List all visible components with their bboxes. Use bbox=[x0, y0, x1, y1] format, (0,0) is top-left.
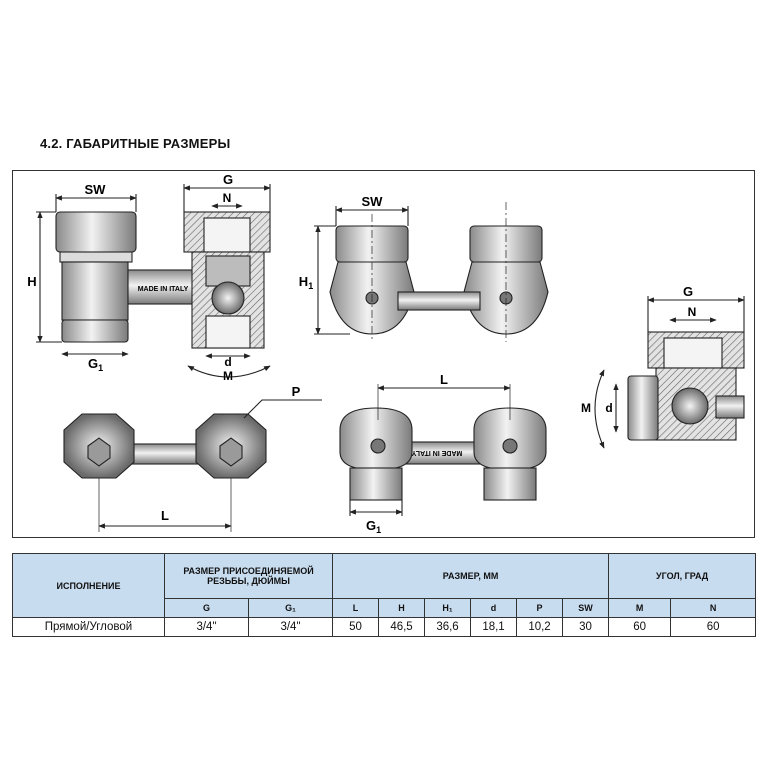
label-h: H bbox=[27, 274, 36, 289]
subheader-sw: SW bbox=[562, 598, 610, 618]
label-n-2: N bbox=[688, 305, 697, 319]
label-m-1: M bbox=[223, 369, 233, 383]
cell-g1: 3/4" bbox=[247, 617, 334, 637]
label-d-2: d bbox=[605, 401, 612, 415]
label-g-1: G bbox=[223, 172, 233, 187]
section-title: 4.2. ГАБАРИТНЫЕ РАЗМЕРЫ bbox=[40, 136, 231, 151]
label-made-in-italy-2: MADE IN ITALY bbox=[411, 449, 462, 456]
label-g1-1: G1 bbox=[88, 356, 103, 373]
subheader-p: P bbox=[516, 598, 564, 618]
subheader-h1: H₁ bbox=[424, 598, 472, 618]
label-g-2: G bbox=[683, 284, 693, 299]
header-thread-size: РАЗМЕР ПРИСОЕДИНЯЕМОЙ РЕЗЬБЫ, ДЮЙМЫ bbox=[163, 553, 334, 599]
cell-l: 50 bbox=[332, 617, 380, 637]
subheader-n: N bbox=[670, 598, 757, 618]
label-g1-2: G1 bbox=[366, 518, 381, 535]
label-made-in-italy-1: MADE IN ITALY bbox=[138, 286, 189, 293]
table-row: Прямой/Угловой 3/4" 3/4" 50 46,5 36,6 18… bbox=[12, 617, 757, 637]
front-section-view bbox=[36, 184, 271, 378]
label-l-2: L bbox=[440, 372, 448, 387]
cell-d: 18,1 bbox=[470, 617, 518, 637]
header-execution: ИСПОЛНЕНИЕ bbox=[12, 553, 165, 618]
label-h1: H1 bbox=[299, 274, 313, 291]
front-view-2 bbox=[314, 202, 549, 342]
label-l-1: L bbox=[161, 508, 169, 523]
drawing-frame bbox=[12, 170, 755, 538]
cell-m: 60 bbox=[608, 617, 672, 637]
label-m-2: M bbox=[581, 401, 591, 415]
subheader-d: d bbox=[470, 598, 518, 618]
top-view bbox=[63, 399, 322, 532]
side-section-view bbox=[594, 296, 745, 449]
dimensions-table: ИСПОЛНЕНИЕ РАЗМЕР ПРИСОЕДИНЯЕМОЙ РЕЗЬБЫ,… bbox=[12, 553, 757, 637]
cell-n: 60 bbox=[670, 617, 757, 637]
label-d-1: d bbox=[224, 355, 231, 369]
rear-view bbox=[339, 384, 547, 516]
subheader-l: L bbox=[332, 598, 380, 618]
label-n-1: N bbox=[223, 191, 232, 205]
label-sw-2: SW bbox=[362, 194, 384, 209]
cell-sw: 30 bbox=[562, 617, 610, 637]
label-p: P bbox=[292, 384, 301, 399]
subheader-g1: G₁ bbox=[247, 598, 334, 618]
cell-g: 3/4" bbox=[164, 617, 249, 637]
label-sw-1: SW bbox=[85, 182, 107, 197]
cell-p: 10,2 bbox=[516, 617, 564, 637]
bridge-pipe bbox=[127, 269, 199, 305]
header-size: РАЗМЕР, ММ bbox=[332, 553, 610, 599]
subheader-h: H bbox=[378, 598, 426, 618]
header-angle: УГОЛ, ГРАД bbox=[608, 553, 757, 599]
subheader-m: M bbox=[608, 598, 672, 618]
left-nut bbox=[55, 211, 137, 253]
cell-h1: 36,6 bbox=[424, 617, 472, 637]
cell-execution: Прямой/Угловой bbox=[12, 617, 165, 637]
subheader-g: G bbox=[164, 598, 249, 618]
cell-h: 46,5 bbox=[378, 617, 426, 637]
left-body bbox=[61, 261, 129, 321]
